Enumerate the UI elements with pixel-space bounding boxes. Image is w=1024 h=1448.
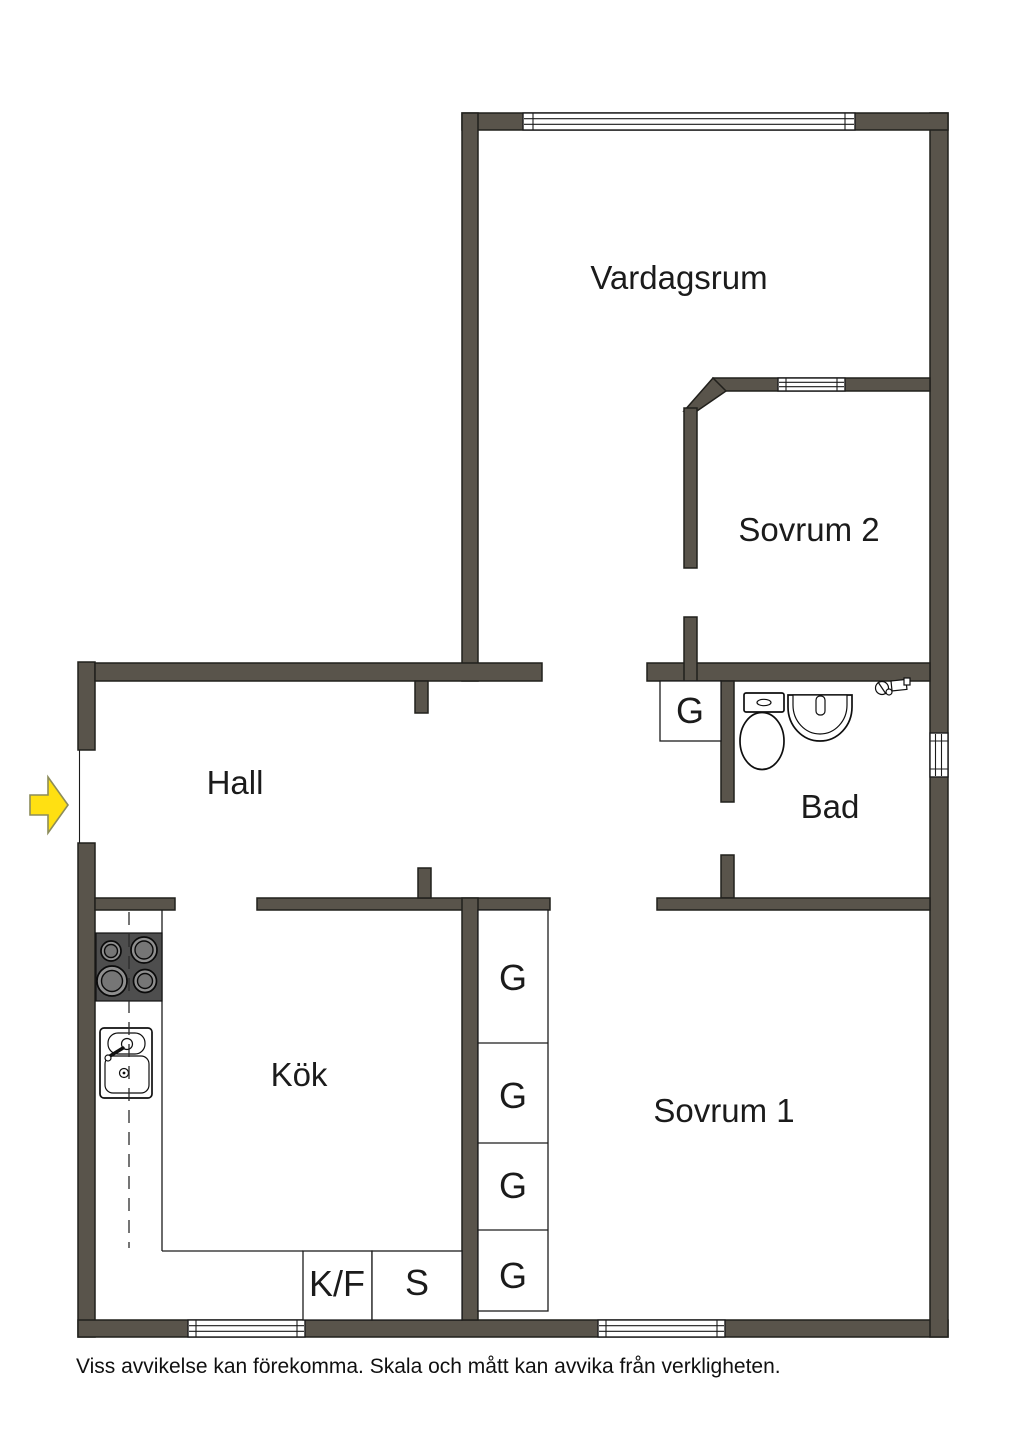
room-label-hall: Hall (207, 764, 264, 801)
window-bad (929, 732, 949, 778)
window-sovrum2 (777, 377, 846, 392)
wall-kitchen-east (461, 897, 479, 1321)
room-label-bad: Bad (801, 788, 860, 825)
window-livingroom (522, 112, 856, 131)
wall-outer-east (929, 112, 949, 1338)
wall-bad-door-stub (720, 854, 735, 899)
storage-labels: G G G G G K/F S (309, 690, 704, 1304)
wardrobe-column (477, 909, 549, 1312)
wall-kitchen-top-left (94, 897, 176, 911)
toilet-icon (739, 692, 785, 771)
windows (78, 112, 949, 1338)
label-wardrobe-2: G (499, 1075, 527, 1116)
disclaimer-text: Viss avvikelse kan förekomma. Skala och … (76, 1355, 781, 1378)
wall-outer-left-lower (77, 842, 96, 1338)
wall-hall-top-right (646, 662, 931, 682)
wall-sovrum2-west-upper (683, 407, 698, 569)
label-wardrobe-1: G (499, 957, 527, 998)
wall-sovrum1-top (656, 897, 931, 911)
storage-units (161, 680, 722, 1321)
wall-stub-hall-lower (417, 867, 432, 899)
wall-stub-hall-upper (414, 680, 429, 714)
room-labels: Vardagsrum Sovrum 2 Hall Bad Kök Sovrum … (207, 259, 880, 1129)
room-label-kok: Kök (271, 1056, 328, 1093)
bathroom-fixtures (739, 677, 911, 771)
kitchen-sink-icon (99, 1027, 153, 1099)
label-wardrobe-bad: G (676, 690, 704, 731)
wall-outer-left-upper (77, 661, 96, 751)
room-label-sovrum1: Sovrum 1 (653, 1092, 794, 1129)
label-wardrobe-4: G (499, 1255, 527, 1296)
window-kitchen (187, 1319, 306, 1338)
room-label-vardagsrum: Vardagsrum (590, 259, 767, 296)
wall-kitchen-top-mid (256, 897, 551, 911)
room-label-sovrum2: Sovrum 2 (738, 511, 879, 548)
label-cabinet: S (405, 1262, 429, 1303)
wall-sovrum2-west-lower (683, 616, 698, 682)
kitchen-fixtures (95, 912, 163, 1248)
valve-icon (874, 677, 911, 696)
label-wardrobe-3: G (499, 1165, 527, 1206)
bathroom-sink-icon (787, 694, 853, 742)
wall-bad-west (720, 680, 735, 803)
wall-livingroom-west (461, 112, 479, 682)
fridge-freezer-box (302, 1250, 373, 1321)
wardrobe-bad (659, 680, 722, 742)
label-fridge-freezer: K/F (309, 1263, 365, 1304)
window-sovrum1 (597, 1319, 726, 1338)
wall-hall-top-left (94, 662, 543, 682)
cabinet-box (371, 1250, 463, 1321)
entrance-arrow-icon (29, 774, 69, 836)
